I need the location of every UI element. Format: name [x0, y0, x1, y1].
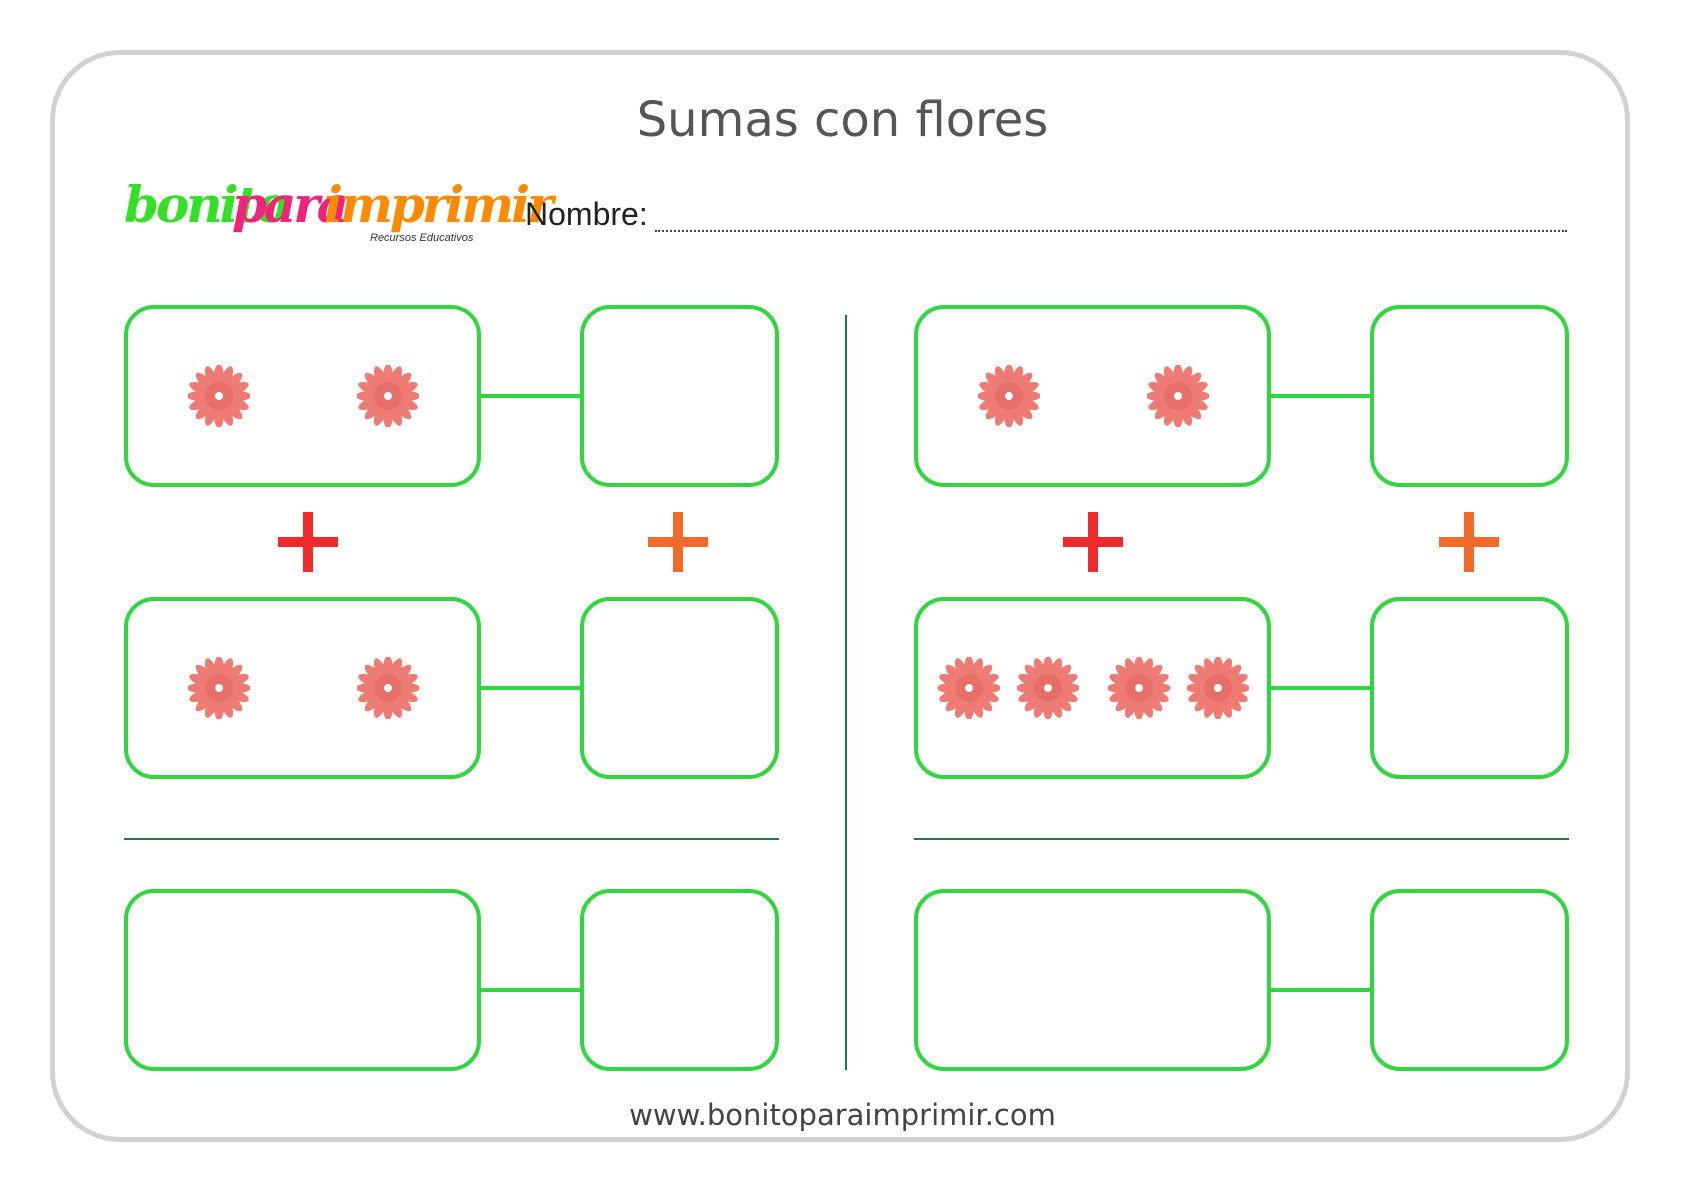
- name-field[interactable]: [655, 230, 1567, 232]
- connector: [1271, 394, 1371, 398]
- addend-1-box: [914, 305, 1271, 487]
- sum-divider: [914, 838, 1569, 840]
- result-box[interactable]: [124, 889, 481, 1071]
- brand-logo: bonito para imprimir Recursos Educativos: [124, 175, 553, 250]
- addend-1-box: [124, 305, 481, 487]
- plus-icon: [1063, 512, 1123, 572]
- plus-icon: [278, 512, 338, 572]
- flower-icon: [188, 365, 250, 427]
- flower-icon: [188, 657, 250, 719]
- name-label: Nombre:: [525, 196, 648, 232]
- connector: [481, 394, 581, 398]
- connector: [481, 686, 581, 690]
- plus-icon: [648, 512, 708, 572]
- flower-icon: [1147, 365, 1209, 427]
- logo-word-para: para: [232, 175, 349, 234]
- addend-2-box: [124, 597, 481, 779]
- result-box[interactable]: [914, 889, 1271, 1071]
- addend-1-answer-box[interactable]: [580, 305, 779, 487]
- flower-icon: [1187, 657, 1249, 719]
- sum-divider: [124, 838, 779, 840]
- addend-1-answer-box[interactable]: [1370, 305, 1569, 487]
- flower-icon: [1108, 657, 1170, 719]
- result-answer-box[interactable]: [1370, 889, 1569, 1071]
- flower-icon: [357, 657, 419, 719]
- footer-url: www.bonitoparaimprimir.com: [629, 1098, 1056, 1132]
- column-divider: [845, 315, 847, 1070]
- flower-icon: [938, 657, 1000, 719]
- addend-2-answer-box[interactable]: [580, 597, 779, 779]
- plus-icon: [1439, 512, 1499, 572]
- page-title: Sumas con flores: [636, 92, 1049, 148]
- page-frame: [50, 50, 1630, 1142]
- connector: [481, 988, 581, 992]
- flower-icon: [1017, 657, 1079, 719]
- logo-subtitle: Recursos Educativos: [370, 232, 474, 244]
- connector: [1271, 686, 1371, 690]
- flower-icon: [978, 365, 1040, 427]
- logo-word-bonito: bonito: [124, 175, 289, 234]
- connector: [1271, 988, 1371, 992]
- logo-word-imprimir: imprimir: [324, 175, 553, 234]
- addend-2-answer-box[interactable]: [1370, 597, 1569, 779]
- result-answer-box[interactable]: [580, 889, 779, 1071]
- flower-icon: [357, 365, 419, 427]
